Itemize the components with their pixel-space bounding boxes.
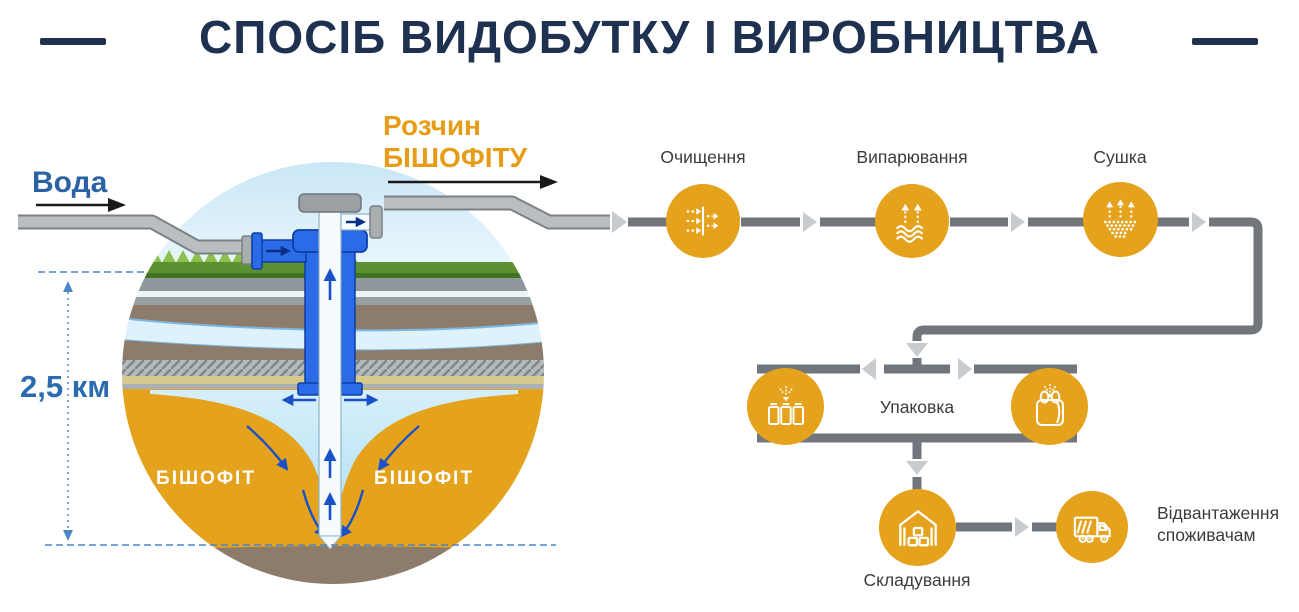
deposit-label-left: БІШОФІТ [156, 468, 256, 489]
depth-label: 2,5 км [20, 369, 111, 404]
step-label-packaging: Упаковка [879, 397, 955, 417]
layer-brown-2 [122, 340, 544, 360]
step-storage [879, 489, 956, 566]
drying-icon [1104, 199, 1137, 238]
step-label-drying: Сушка [1093, 147, 1147, 167]
dimension-arrow-down [63, 530, 73, 541]
solution-label: Розчин БІШОФІТУ [383, 110, 528, 174]
water-label: Вода [32, 166, 108, 199]
step-evaporation [875, 184, 949, 258]
process-pipes [628, 217, 1263, 532]
jars-icon [767, 385, 804, 425]
inner-tubing [318, 209, 342, 537]
step-shipping [1056, 491, 1128, 563]
step-packaging-jars [747, 368, 824, 445]
step-label-storage: Складування [863, 570, 971, 590]
well-cap [298, 193, 362, 213]
step-label-cleaning: Очищення [660, 147, 746, 167]
bottom-rock [122, 546, 544, 584]
depth-dimension [38, 271, 556, 546]
step-packaging-bag [1011, 368, 1088, 445]
dimension-arrow-up [63, 281, 73, 292]
bag-icon [1035, 383, 1064, 426]
title-dash-right [1192, 38, 1258, 45]
filter-icon [686, 206, 719, 236]
title-dash-left [40, 38, 106, 45]
evaporation-icon [895, 203, 924, 243]
flow-chevrons [612, 211, 1206, 537]
brine-flow-arrows [246, 394, 420, 538]
wellhead [18, 193, 383, 550]
page-title: СПОСІБ ВИДОБУТКУ І ВИРОБНИЦТВА [199, 11, 1100, 63]
step-drying [1083, 182, 1158, 257]
step-label-shipping: Відвантаження споживачам [1157, 503, 1280, 545]
deposit-label-right: БІШОФІТ [374, 468, 474, 489]
step-cleaning [666, 184, 740, 258]
warehouse-icon [898, 509, 937, 546]
step-label-evaporation: Випарювання [856, 147, 968, 167]
truck-icon [1073, 516, 1111, 543]
